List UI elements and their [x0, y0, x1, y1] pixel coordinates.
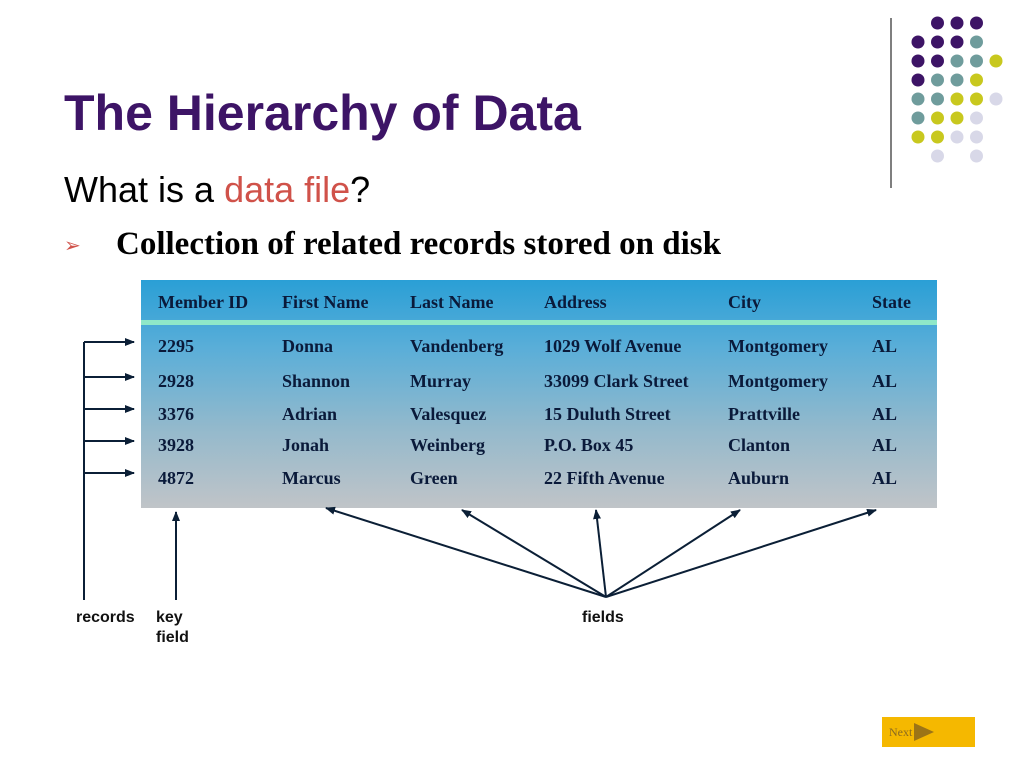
decorative-dot — [931, 111, 944, 125]
field-arrow — [461, 509, 607, 598]
cell-last-name: Green — [410, 468, 458, 488]
fields-label: fields — [582, 609, 624, 626]
subtitle-accent: data file — [224, 169, 351, 210]
slide-title: The Hierarchy of Data — [64, 85, 581, 141]
cell-state: AL — [872, 336, 898, 356]
decorative-dot — [970, 149, 983, 163]
subtitle-suffix: ? — [350, 169, 371, 210]
header-separator — [141, 320, 937, 325]
cell-city: Auburn — [728, 468, 790, 488]
cell-member-id: 3376 — [158, 404, 194, 424]
cell-city: Prattville — [728, 404, 800, 424]
decorative-dot — [970, 73, 983, 87]
title-divider-line — [890, 18, 892, 188]
cell-address: 33099 Clark Street — [544, 371, 689, 391]
decorative-dot — [911, 54, 925, 68]
decorative-dot — [931, 54, 944, 68]
decorative-dot — [970, 111, 983, 125]
decorative-dot — [931, 149, 944, 163]
decorative-dot — [950, 35, 964, 49]
arrow-bullet-icon: ➢ — [64, 232, 81, 257]
bullet-text: Collection of related records stored on … — [116, 226, 721, 262]
key-field-label-line2: field — [156, 629, 189, 646]
key-field-label-line1: key — [156, 609, 183, 626]
cell-state: AL — [872, 468, 898, 488]
cell-first-name: Marcus — [282, 468, 341, 488]
decorative-dot — [931, 130, 944, 144]
cell-last-name: Murray — [410, 371, 471, 391]
decorative-dot — [950, 130, 964, 144]
cell-member-id: 2295 — [158, 336, 194, 356]
decorative-dot — [989, 92, 1003, 106]
cell-city: Montgomery — [728, 371, 828, 391]
field-arrow — [605, 508, 877, 598]
play-arrow-icon — [914, 723, 935, 741]
cell-state: AL — [872, 404, 898, 424]
decorative-dot — [970, 54, 983, 68]
next-button-label: Next — [889, 724, 913, 739]
cell-first-name: Donna — [282, 336, 334, 356]
decorative-dot — [970, 16, 983, 30]
decorative-dot — [950, 73, 964, 87]
decorative-dot — [911, 73, 925, 87]
decorative-dot — [970, 35, 983, 49]
decorative-dot — [911, 130, 925, 144]
cell-address: 15 Duluth Street — [544, 404, 671, 424]
decorative-dot — [931, 92, 944, 106]
cell-last-name: Valesquez — [410, 404, 487, 424]
header-last-name: Last Name — [410, 292, 494, 312]
header-first-name: First Name — [282, 292, 369, 312]
cell-city: Clanton — [728, 435, 791, 455]
header-member-id: Member ID — [158, 292, 249, 312]
data-file-table: Member ID First Name Last Name Address C… — [141, 280, 937, 508]
decorative-dot — [950, 92, 964, 106]
decorative-dot — [911, 35, 925, 49]
cell-address: P.O. Box 45 — [544, 435, 634, 455]
cell-first-name: Shannon — [282, 371, 351, 391]
cell-member-id: 2928 — [158, 371, 194, 391]
decorative-dot — [970, 92, 983, 106]
field-arrow — [605, 509, 741, 598]
cell-state: AL — [872, 435, 898, 455]
records-label: records — [76, 609, 135, 626]
cell-city: Montgomery — [728, 336, 828, 356]
decorative-dot — [950, 16, 964, 30]
header-state: State — [872, 292, 911, 312]
decorative-dot — [911, 92, 925, 106]
key-field-label: key field — [156, 608, 189, 648]
decorative-dot — [931, 35, 944, 49]
cell-member-id: 4872 — [158, 468, 194, 488]
cell-member-id: 3928 — [158, 435, 194, 455]
bullet-item: ➢ Collection of related records stored o… — [64, 226, 721, 263]
subtitle-prefix: What is a — [64, 169, 225, 210]
cell-address: 1029 Wolf Avenue — [544, 336, 682, 356]
header-address: Address — [544, 292, 607, 312]
cell-address: 22 Fifth Avenue — [544, 468, 665, 488]
cell-last-name: Vandenberg — [410, 336, 504, 356]
decorative-dot — [911, 111, 925, 125]
header-city: City — [728, 292, 761, 312]
cell-state: AL — [872, 371, 898, 391]
next-button[interactable]: Next — [882, 717, 975, 747]
decorative-dot — [931, 16, 944, 30]
decorative-dot — [950, 54, 964, 68]
cell-first-name: Jonah — [282, 435, 330, 455]
field-arrow — [325, 506, 607, 598]
field-arrow — [593, 509, 607, 598]
decorative-dot — [970, 130, 983, 144]
slide-subtitle: What is a data file? — [64, 172, 370, 208]
decorative-dot-grid — [911, 16, 1003, 163]
cell-last-name: Weinberg — [410, 435, 485, 455]
cell-first-name: Adrian — [282, 404, 338, 424]
decorative-dot — [931, 73, 944, 87]
decorative-dot — [989, 54, 1003, 68]
decorative-dot — [950, 111, 964, 125]
